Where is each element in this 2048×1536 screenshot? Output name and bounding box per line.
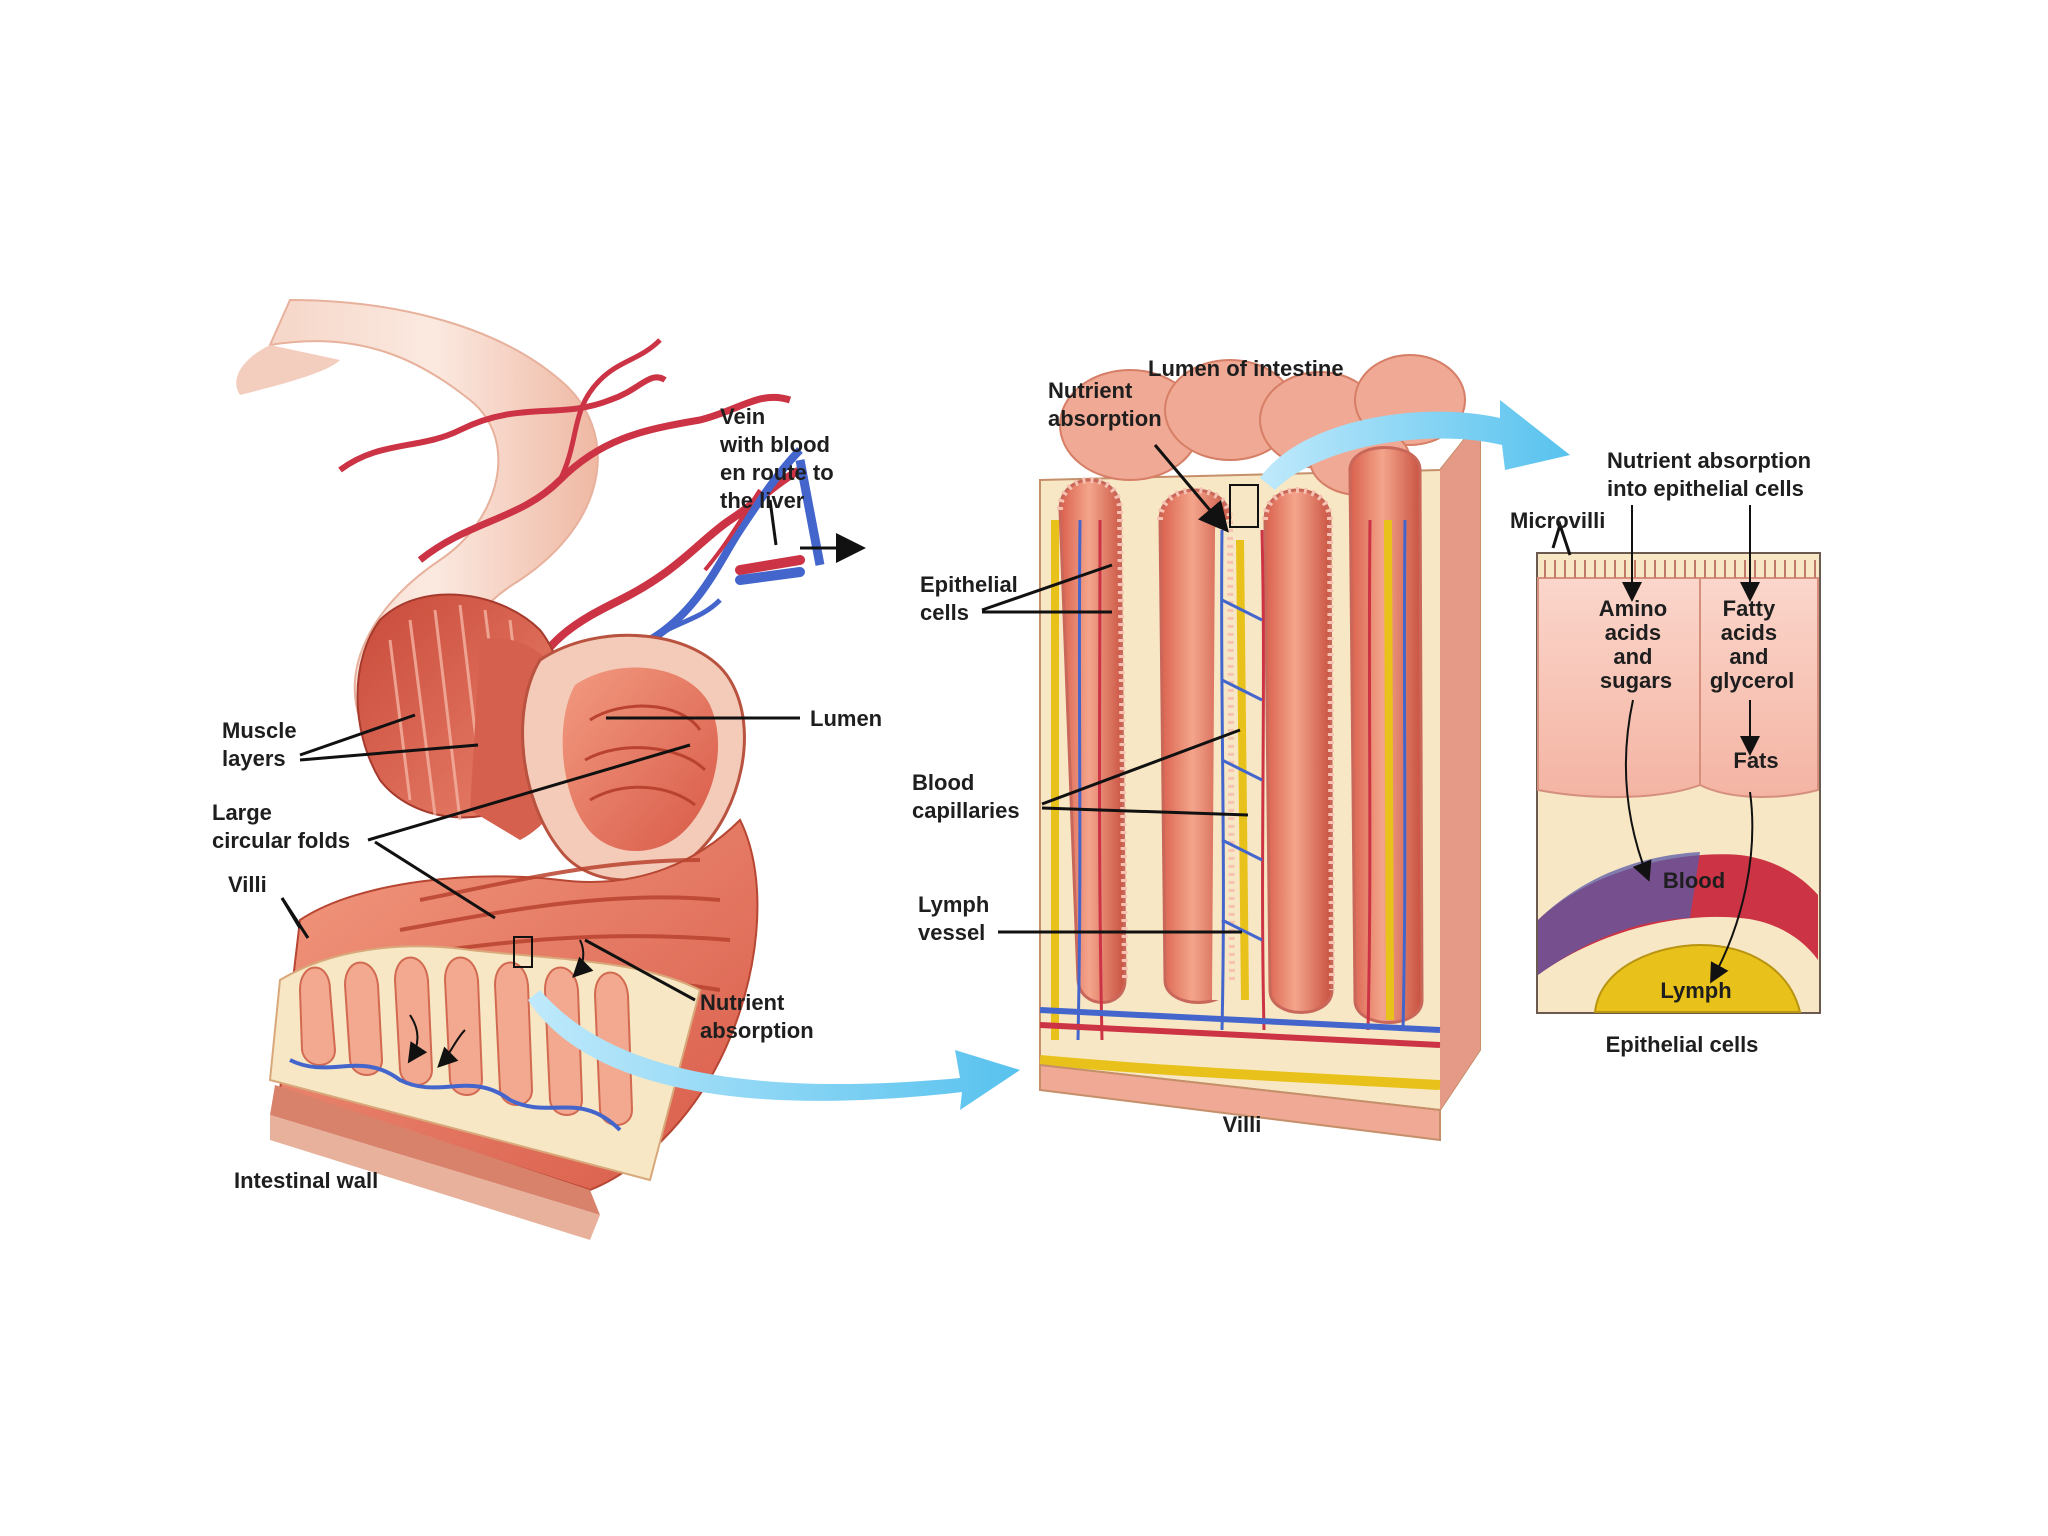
epithelial-cells-caption: Epithelial cells <box>1606 1032 1759 1057</box>
vein-label: Vein with blood en route to the liver <box>719 404 840 513</box>
nutrient-absorption-label-left: Nutrient absorption <box>700 990 814 1043</box>
villi-illustration <box>1039 354 1481 1142</box>
fatty-acids-label: Fatty acids and glycerol <box>1710 596 1794 693</box>
fats-label: Fats <box>1733 748 1778 773</box>
intestinal-wall-caption: Intestinal wall <box>234 1168 378 1193</box>
nutrient-absorption-header: Nutrient absorption into epithelial cell… <box>1607 448 1817 501</box>
epithelial-cells-illustration <box>1536 505 1821 1014</box>
villi-leaders <box>981 444 1249 934</box>
amino-acids-label: Amino acids and sugars <box>1599 596 1674 693</box>
zoom-arrow-1 <box>528 990 1020 1110</box>
blood-label: Blood <box>1663 868 1725 893</box>
lumen-of-intestine-label: Lumen of intestine <box>1148 356 1344 381</box>
nutrient-absorption-label-villi: Nutrient absorption <box>1048 378 1162 431</box>
circular-folds-label: Large circular folds <box>212 800 350 853</box>
microvilli-label: Microvilli <box>1510 508 1605 533</box>
muscle-layers-label: Muscle layers <box>222 718 303 771</box>
villi-label-left: Villi <box>228 872 267 897</box>
lymph-vessel-label: Lymph vessel <box>918 892 995 945</box>
intestinal-wall-leaders <box>280 499 866 1002</box>
intestinal-wall-illustration <box>236 298 825 1240</box>
blood-capillaries-label: Blood capillaries <box>912 770 1020 823</box>
epithelial-cells-label-villi: Epithelial cells <box>920 572 1024 625</box>
villi-caption: Villi <box>1223 1112 1262 1137</box>
zoom-arrow-2 <box>1260 400 1570 490</box>
lumen-label: Lumen <box>810 706 882 731</box>
lymph-label: Lymph <box>1660 978 1731 1003</box>
